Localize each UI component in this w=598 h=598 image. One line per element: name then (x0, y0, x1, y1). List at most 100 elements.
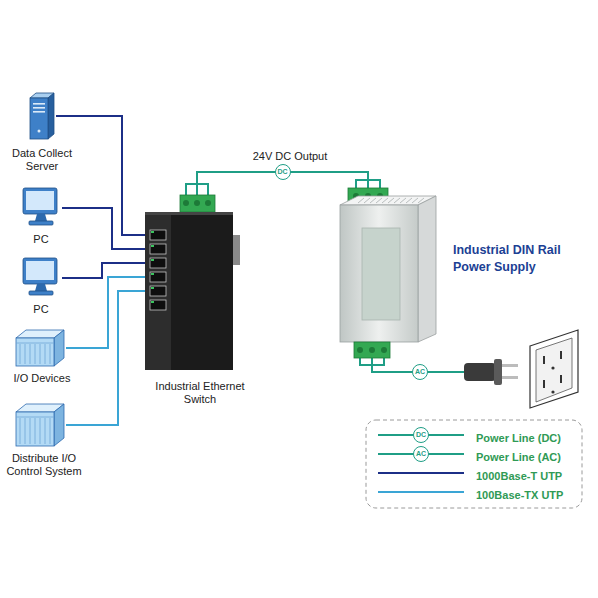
terminal-screw (357, 347, 363, 353)
utp-cable (62, 263, 145, 278)
device-front (16, 338, 54, 366)
device-grid (45, 344, 46, 364)
socket-slot (543, 380, 545, 388)
io-device-node-shape (14, 328, 66, 368)
device-side (54, 404, 64, 446)
legend-swatch (378, 491, 464, 493)
device-grid (30, 344, 31, 364)
power-badge: AC (412, 364, 428, 380)
server-led (38, 130, 41, 133)
port-led (151, 273, 154, 275)
label-holder: 24V DC Output (240, 150, 340, 163)
socket-slot (560, 351, 562, 359)
utp-cable (66, 277, 145, 348)
socket-slot (543, 356, 545, 364)
plug-prong (502, 364, 518, 367)
legend-text: Power Line (DC) (476, 431, 561, 445)
rj45-port (150, 286, 166, 296)
port-led (151, 231, 154, 233)
legend-sample (376, 464, 468, 482)
io-icon (16, 404, 64, 446)
legend-badge: DC (413, 427, 429, 443)
io-system-node-shape (14, 402, 66, 448)
device-grid (45, 418, 46, 444)
terminal-screw (194, 200, 200, 206)
device-grid (20, 344, 21, 364)
monitor-screen (26, 261, 54, 280)
monitor-stand (35, 284, 47, 291)
terminal-block (354, 342, 390, 358)
psu-panel (362, 228, 400, 320)
wire-caption: 24V DC Output (240, 150, 340, 163)
device-grid (25, 344, 26, 364)
socket-ground (551, 390, 554, 393)
port-led (151, 301, 154, 303)
monitor-frame (23, 258, 57, 284)
monitor-stand (35, 214, 47, 221)
psu-vent (412, 198, 418, 203)
legend-swatch (378, 453, 464, 455)
power-supply: Industrial DIN Rail Power Supply (340, 188, 440, 358)
plug-face (494, 359, 502, 385)
psu-vent (364, 198, 370, 203)
device-front (16, 412, 54, 446)
pc-node: PC (20, 186, 62, 230)
port-led (151, 245, 154, 247)
device-grid (25, 418, 26, 444)
pc-node: PC (20, 256, 62, 300)
node-label: Distribute I/O Control System (2, 452, 86, 478)
node-label: PC (3, 303, 79, 316)
psu-vent (394, 198, 400, 203)
device-side (54, 330, 64, 366)
psu-vent (370, 198, 376, 203)
legend-text: 1000Base-T UTP (476, 469, 562, 483)
psu-vent (406, 198, 412, 203)
psu-vent (382, 198, 388, 203)
terminal-screw (183, 200, 189, 206)
switch-front (145, 212, 171, 370)
server-node-shape (28, 92, 56, 140)
server-slot (33, 107, 45, 109)
psu-vent (358, 198, 364, 203)
legend-swatch (378, 472, 464, 474)
monitor-screen (26, 191, 54, 210)
legend-row: Power Line (DC) (376, 426, 586, 444)
badge-holder: DC (275, 164, 291, 180)
legend-text: 100Base-TX UTP (476, 488, 563, 502)
legend-text: Power Line (AC) (476, 450, 561, 464)
wall-plate (530, 330, 578, 408)
psu-vent (376, 198, 382, 203)
pc-node-shape (20, 186, 62, 230)
rj45-port (150, 258, 166, 268)
device-grid (50, 344, 51, 364)
rj45-port (150, 230, 166, 240)
server-slot (33, 111, 45, 113)
plug-prong (502, 376, 518, 379)
utp-cable (66, 291, 145, 425)
terminal-screw (381, 347, 387, 353)
terminal-block (180, 195, 215, 212)
psu-front (340, 205, 418, 342)
legend-row: Power Line (AC) (376, 445, 586, 463)
psu-vent (400, 198, 406, 203)
device-grid (16, 343, 54, 344)
label-holder: AC (413, 446, 429, 462)
outlet-face (536, 338, 572, 402)
legend-row: 1000Base-T UTP (376, 464, 586, 482)
utp-cable (56, 116, 145, 235)
ethernet-switch: Industrial Ethernet Switch (145, 195, 240, 370)
din-clip (233, 235, 240, 265)
server-icon (30, 93, 54, 139)
device-grid (35, 344, 36, 364)
node-label: Industrial DIN Rail Power Supply (453, 242, 578, 276)
port-led (151, 287, 154, 289)
label-holder: DC (413, 427, 429, 443)
device-grid (20, 418, 21, 444)
legend-row: 100Base-TX UTP (376, 483, 586, 501)
device-grid (50, 418, 51, 444)
psu-vent (388, 198, 394, 203)
terminal-screw (205, 200, 211, 206)
utp-cable (62, 208, 145, 249)
